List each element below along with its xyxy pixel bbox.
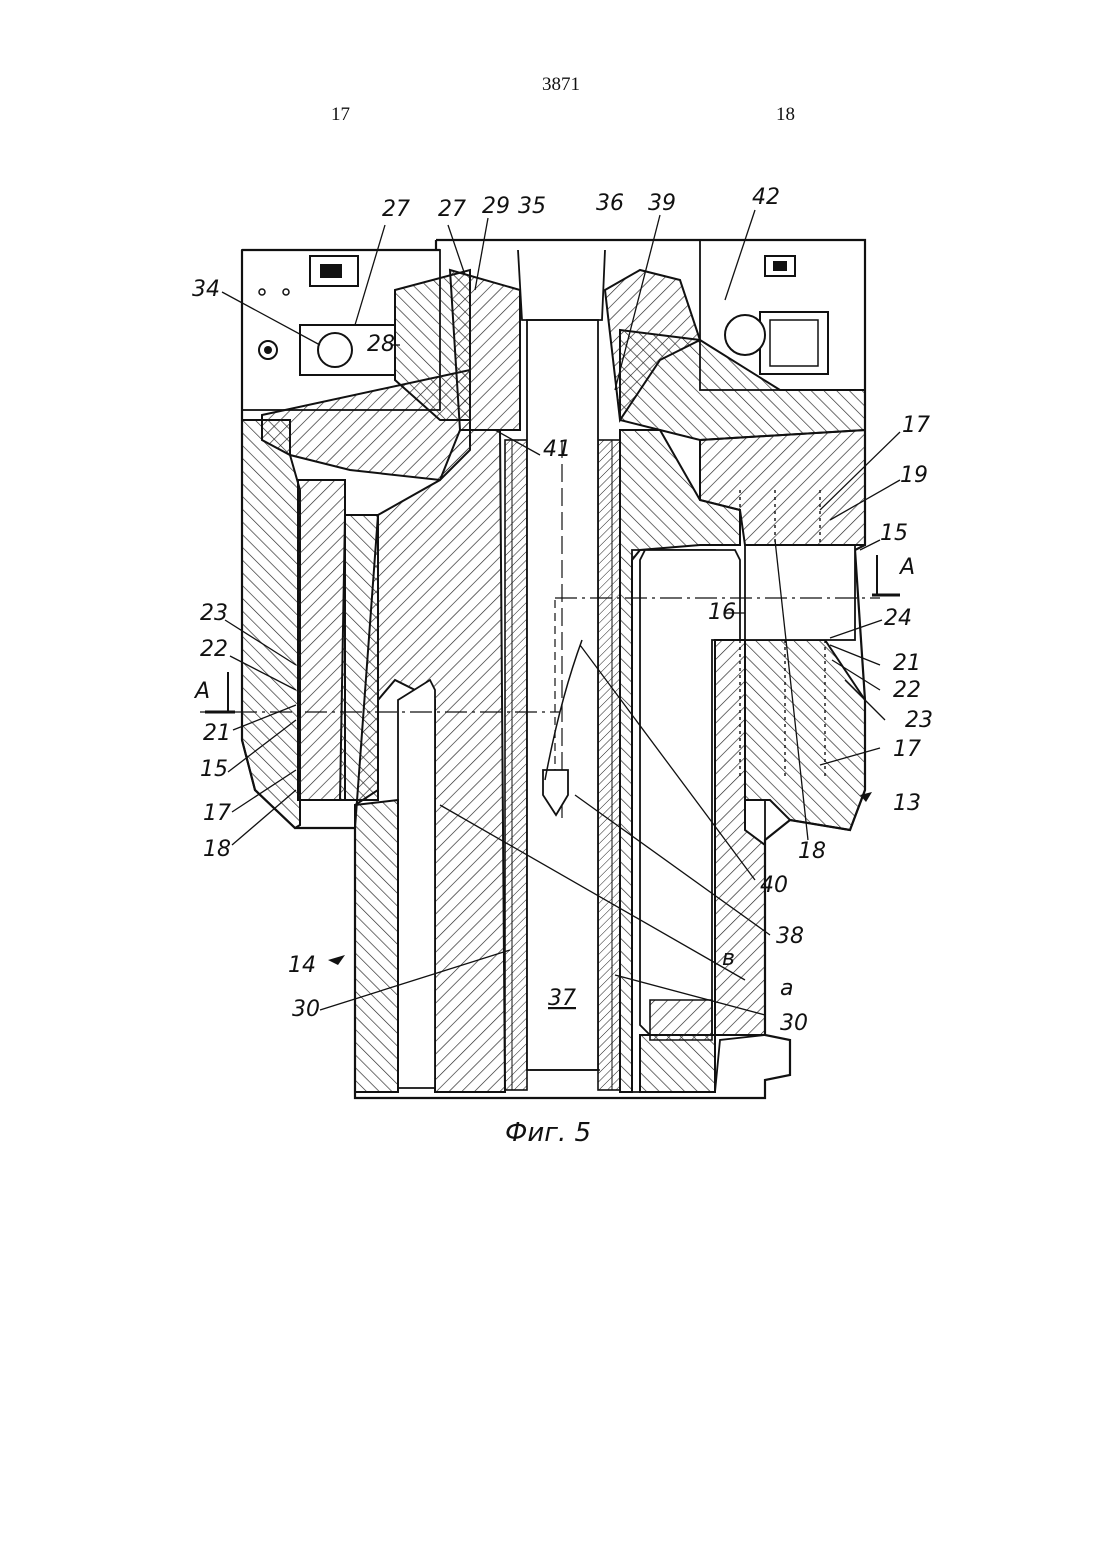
label-18-left: 18 [203, 837, 231, 862]
label-b: в [722, 946, 735, 971]
label-34: 34 [192, 277, 220, 302]
label-17-left: 17 [203, 801, 231, 826]
label-41: 41 [543, 437, 571, 462]
label-22-left: 22 [200, 637, 228, 662]
label-21-right: 21 [893, 651, 921, 676]
label-A-left: A [193, 679, 210, 704]
label-18-right: 18 [798, 839, 826, 864]
label-30-right: 30 [780, 1011, 808, 1036]
label-36: 36 [596, 191, 624, 216]
label-16: 16 [708, 600, 736, 625]
arrow-14 [328, 955, 345, 965]
right-bottom-block [640, 1035, 715, 1092]
label-19: 19 [900, 463, 928, 488]
label-15-left: 15 [200, 757, 228, 782]
label-21-left: 21 [203, 721, 231, 746]
right-circular-boss [725, 315, 765, 355]
left-outer-wall [242, 420, 300, 828]
label-40: 40 [760, 873, 788, 898]
label-15-right: 15 [880, 521, 908, 546]
top-neck-35-36 [518, 250, 605, 320]
label-39: 39 [648, 191, 676, 216]
label-27b: 27 [438, 197, 466, 222]
label-A-right: A [898, 555, 915, 580]
label-13: 13 [893, 791, 921, 816]
label-a: a [780, 976, 793, 1001]
left-bottom-body [355, 800, 398, 1092]
upper-left-neck [450, 270, 520, 430]
label-27a: 27 [382, 197, 410, 222]
right-piston-block [745, 640, 865, 830]
left-ball-34 [318, 333, 352, 367]
right-bore-24 [745, 545, 855, 640]
label-17-right-bottom: 17 [893, 737, 921, 762]
label-29: 29 [482, 194, 510, 219]
label-28: 28 [367, 332, 395, 357]
label-42: 42 [752, 185, 780, 210]
label-23-right: 23 [905, 708, 933, 733]
label-37: 37 [548, 986, 576, 1011]
label-22-right: 22 [893, 678, 921, 703]
left-lower-channel [398, 680, 435, 1088]
label-38: 38 [776, 924, 804, 949]
label-30-left: 30 [292, 997, 320, 1022]
tube-wall-left [505, 440, 527, 1090]
right-bottom-plug [650, 1000, 712, 1040]
figure-caption: Фиг. 5 [505, 1118, 591, 1148]
label-24: 24 [884, 606, 912, 631]
label-23-left: 23 [200, 601, 228, 626]
label-14: 14 [288, 953, 316, 978]
label-17-right-top: 17 [902, 413, 930, 438]
left-wedge-17 [298, 480, 345, 800]
label-35: 35 [518, 194, 546, 219]
tube-wall-right [598, 440, 620, 1090]
